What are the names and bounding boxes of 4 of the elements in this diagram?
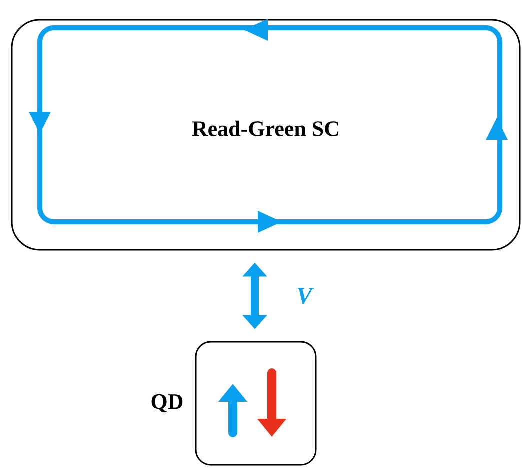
band-box: Read-Green SC: [11, 19, 521, 251]
edge-label: V: [298, 288, 314, 304]
node-label: QD: [152, 394, 183, 413]
dot-box: QD: [152, 341, 317, 466]
